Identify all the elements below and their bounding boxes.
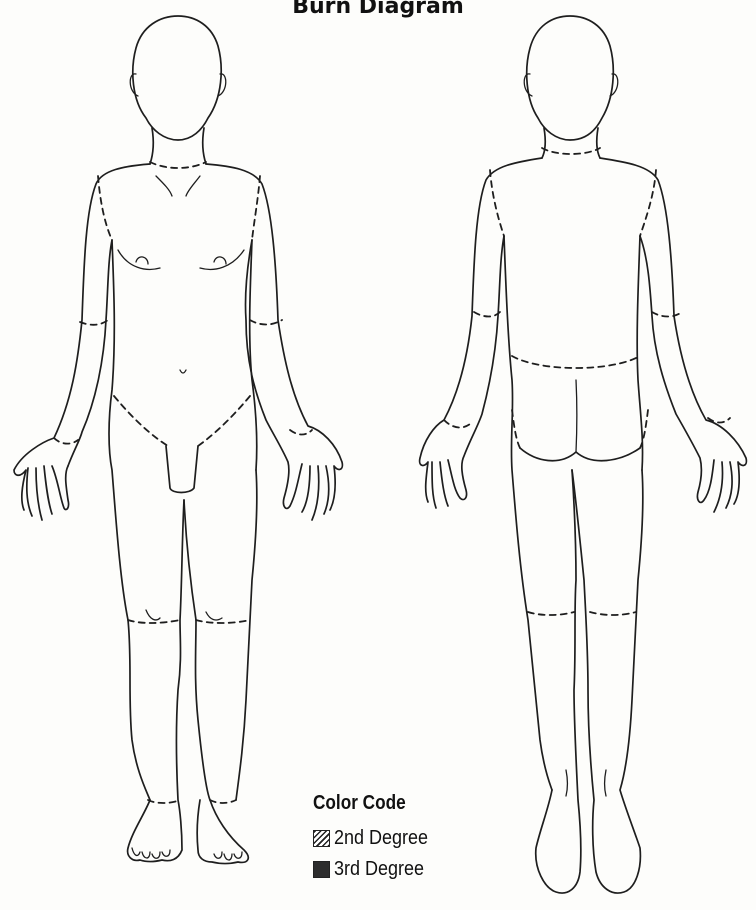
back-right-knee-dash — [590, 612, 636, 615]
front-right-knee-dash — [196, 620, 250, 623]
back-cleft — [576, 380, 577, 452]
back-waist-dash — [512, 356, 640, 368]
back-left-wrist-dash — [444, 420, 470, 427]
back-left-arm — [420, 158, 542, 508]
back-left-leg — [536, 470, 581, 893]
back-torso-left — [504, 236, 552, 790]
legend-item-3rd-degree: 3rd Degree — [313, 856, 513, 882]
legend-label-2nd-degree: 2nd Degree — [334, 827, 428, 850]
front-torso-left — [109, 240, 150, 800]
solid-swatch-icon — [313, 861, 330, 878]
front-left-ankle-dash — [148, 800, 180, 803]
front-right-shoulder-dash — [252, 176, 260, 240]
back-left-hip-dash — [512, 410, 520, 448]
front-left-nipple — [136, 257, 148, 264]
legend-title: Color Code — [313, 792, 485, 815]
front-right-elbow-dash — [250, 320, 282, 325]
front-left-body-outline — [14, 164, 150, 520]
front-left-shoulder-dash — [98, 176, 112, 240]
front-groin-dash — [114, 396, 250, 446]
front-neck-dash — [150, 162, 206, 168]
front-collar-lines — [156, 176, 200, 196]
front-head — [133, 16, 221, 140]
back-body-figure[interactable] — [420, 16, 747, 893]
back-head — [527, 16, 614, 140]
back-left-knee-dash — [528, 612, 574, 615]
front-left-toes — [132, 848, 170, 858]
front-torso-right — [250, 240, 257, 470]
back-buttocks — [520, 448, 640, 461]
back-right-shoulder-dash — [640, 170, 656, 236]
back-heel-lines — [566, 770, 606, 796]
back-left-shoulder-dash — [490, 170, 504, 236]
front-right-nipple — [214, 257, 226, 264]
back-neck-dash — [542, 148, 600, 154]
front-right-arm — [206, 164, 342, 520]
back-left-elbow-dash — [474, 312, 500, 317]
legend-label-3rd-degree: 3rd Degree — [334, 858, 424, 881]
front-right-ankle-dash — [210, 800, 236, 803]
front-groin — [166, 446, 198, 493]
front-right-leg — [184, 470, 257, 864]
front-navel — [180, 370, 186, 373]
front-right-wrist-dash — [290, 430, 312, 435]
back-right-elbow-dash — [652, 312, 682, 317]
front-left-arm-inner — [68, 240, 112, 466]
front-left-leg — [128, 500, 184, 862]
front-left-wrist-dash — [54, 438, 78, 444]
back-right-leg — [572, 470, 643, 893]
legend-item-2nd-degree: 2nd Degree — [313, 825, 513, 851]
front-left-elbow-dash — [80, 320, 108, 325]
back-torso-right — [637, 236, 642, 470]
front-right-toes — [214, 852, 242, 860]
front-left-knee-dash — [128, 620, 180, 623]
hatched-swatch-icon — [313, 830, 330, 847]
front-knee-lines — [146, 610, 222, 620]
front-body-figure[interactable] — [14, 16, 342, 864]
color-code-legend: Color Code 2nd Degree 3rd Degree — [313, 792, 513, 887]
back-right-arm — [600, 158, 746, 512]
